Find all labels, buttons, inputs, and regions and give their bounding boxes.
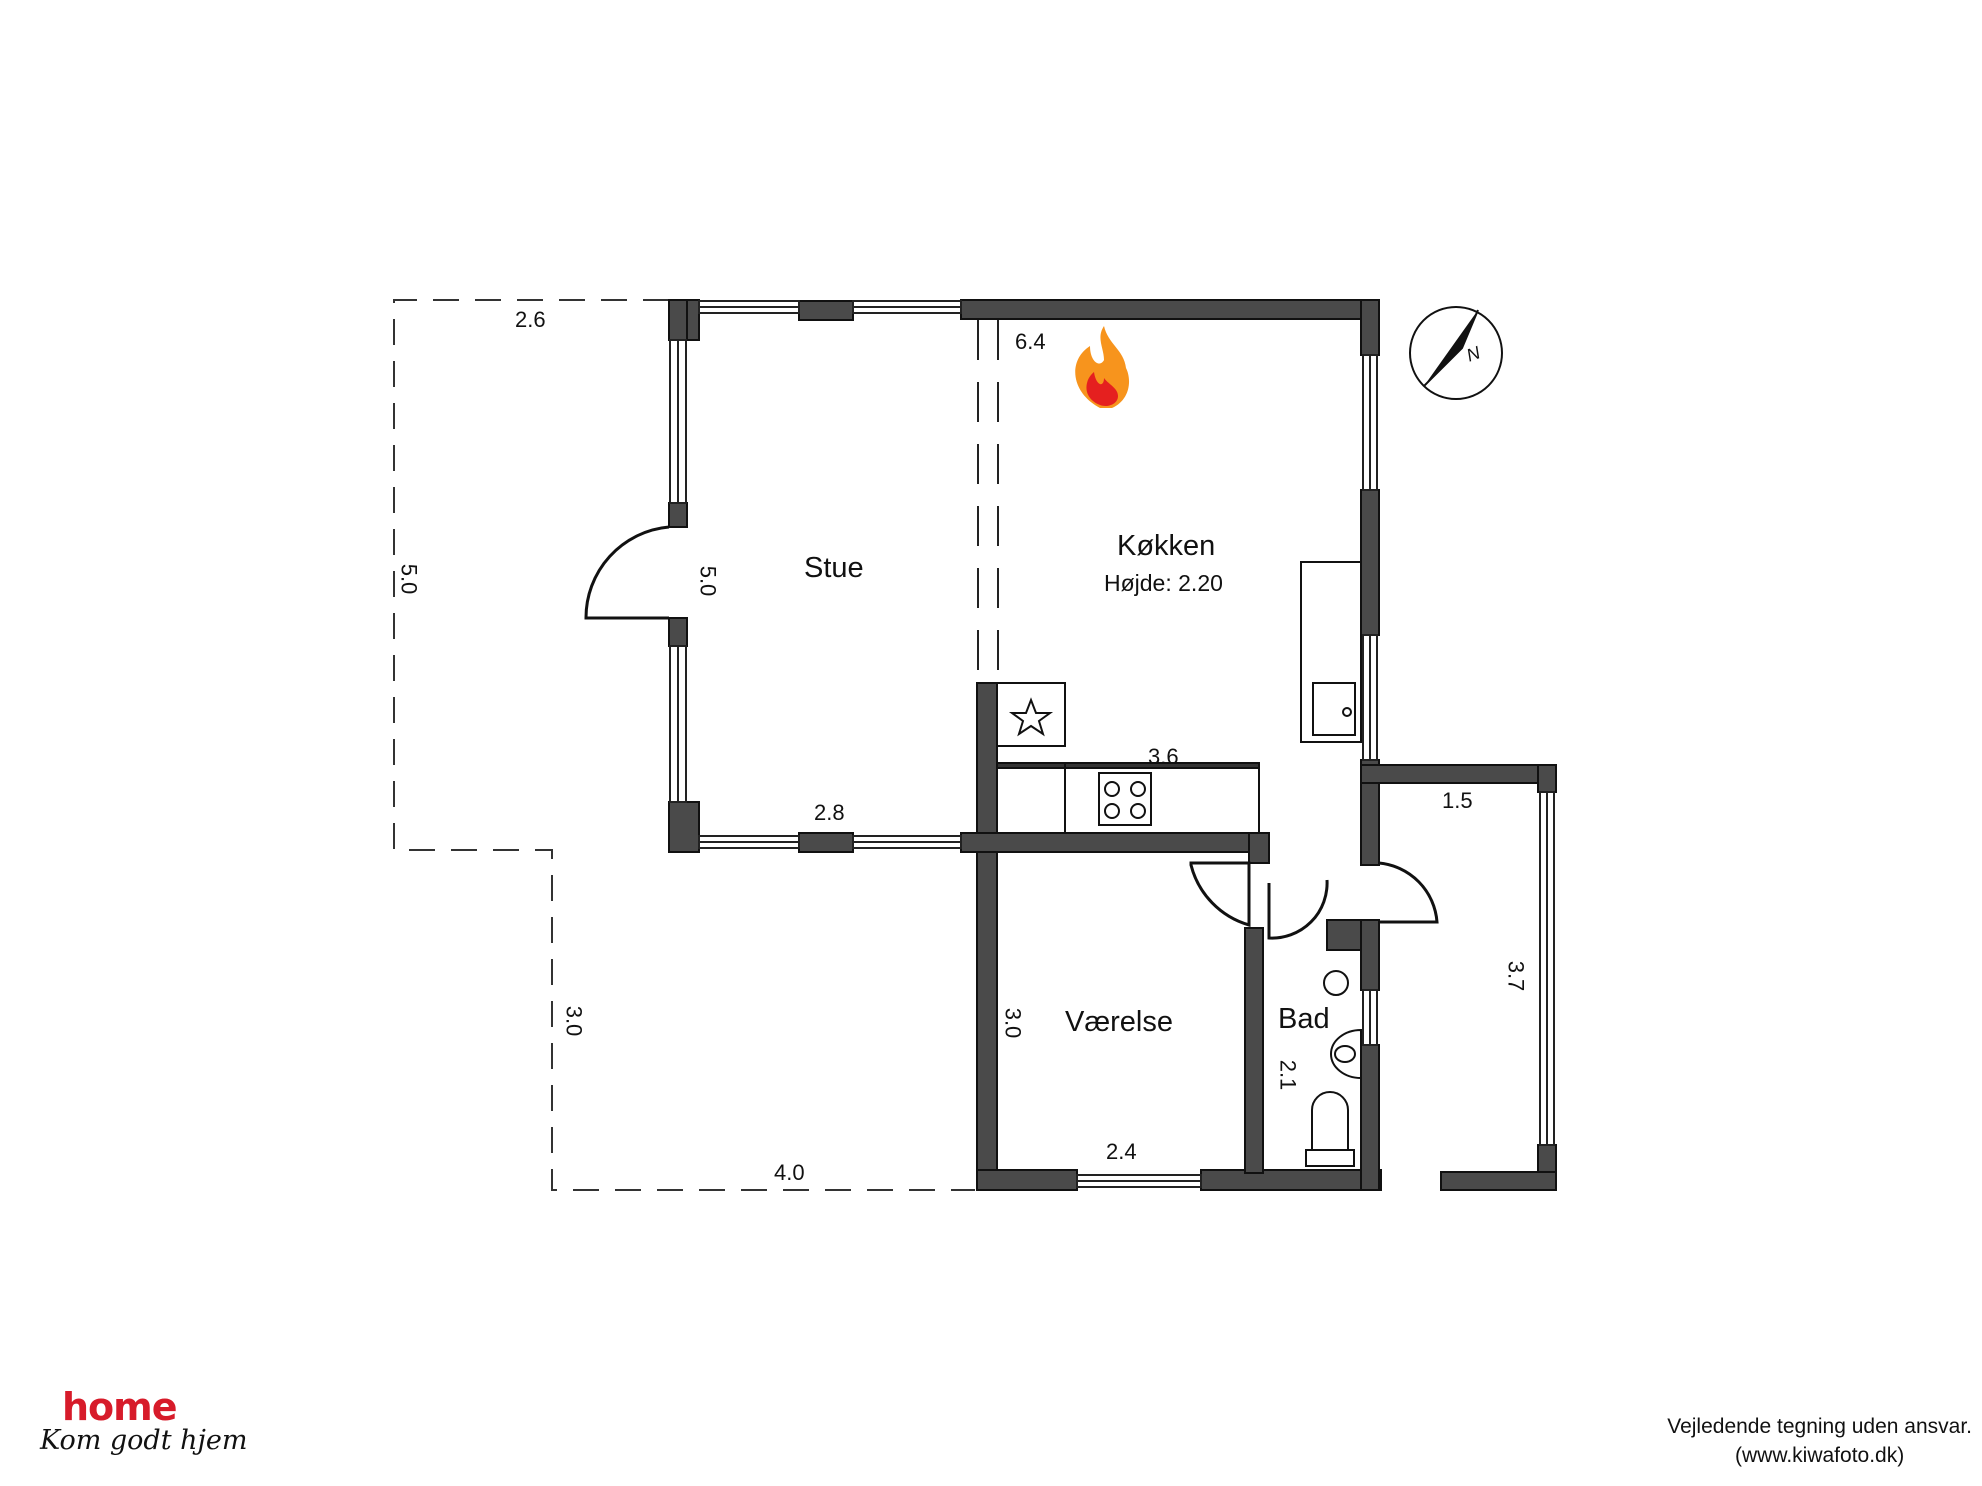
dim-terrace-bottom: 4.0 [774, 1160, 805, 1185]
dim-kitchen-top: 6.4 [1015, 329, 1046, 354]
dim-terrace-left: 5.0 [396, 563, 422, 595]
room-label-vaerelse: Værelse [1065, 1006, 1173, 1038]
room-divider [977, 320, 999, 680]
doors [584, 525, 1439, 940]
footer-line-1: Vejledende tegning uden ansvar. [1667, 1415, 1972, 1438]
room-label-stue: Stue [804, 552, 864, 584]
footer-line-2: (www.kiwafoto.dk) [1735, 1444, 1905, 1467]
brand-tagline: Kom godt hjem [40, 1425, 248, 1456]
terrace-outline [393, 299, 975, 1191]
dim-bad-side: 2.1 [1275, 1059, 1301, 1091]
brand-logo: home Kom godt hjem [40, 1385, 247, 1456]
dim-terrace-top: 2.6 [515, 307, 546, 332]
bathroom-fixtures [1305, 970, 1362, 1167]
brand-name: home [62, 1385, 178, 1429]
dim-terrace-lower: 3.0 [561, 1005, 587, 1037]
room-height-kokken: Højde: 2.20 [1104, 570, 1223, 596]
room-label-kokken: Køkken [1117, 530, 1216, 562]
dim-stue-height: 5.0 [695, 565, 721, 597]
windows [669, 300, 1555, 1188]
room-label-bad: Bad [1278, 1003, 1330, 1035]
fireplace-icon [1075, 326, 1130, 408]
footer-disclaimer: Vejledende tegning uden ansvar. (www.kiw… [1667, 1412, 1972, 1470]
dim-annex-top: 1.5 [1442, 788, 1473, 813]
dim-vaerelse-side: 3.0 [1000, 1007, 1026, 1039]
walls [668, 299, 1557, 1191]
dim-stue-bottom: 2.8 [814, 800, 845, 825]
dim-counter: 3.6 [1148, 744, 1179, 769]
kitchen-fixtures [996, 561, 1362, 834]
dim-vaerelse-bottom: 2.4 [1106, 1139, 1137, 1164]
dim-annex-side: 3.7 [1503, 960, 1529, 992]
compass-icon [1409, 306, 1503, 400]
